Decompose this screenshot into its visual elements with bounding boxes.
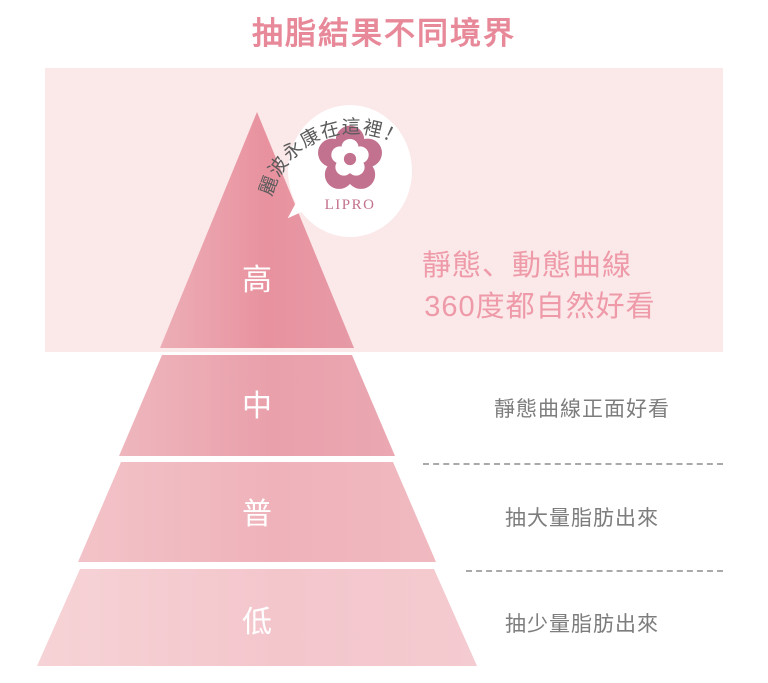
description-low: 抽少量脂肪出來: [505, 613, 659, 636]
description-normal: 抽大量脂肪出來: [505, 507, 659, 530]
tier-label-normal: 普: [242, 498, 272, 531]
description-mid: 靜態曲線正面好看: [494, 398, 670, 421]
description-high: 靜態、動態曲線 360度都自然好看: [330, 246, 724, 328]
speech-bubble: LIPRO: [287, 105, 412, 237]
description-high-line1: 靜態、動態曲線: [421, 250, 632, 282]
tier-label-high: 高: [242, 264, 272, 297]
dashed-divider-upper: [423, 463, 723, 465]
flower-logo-icon: [318, 125, 382, 189]
logo-wordmark: LIPRO: [324, 197, 376, 213]
tier-label-mid: 中: [242, 390, 272, 423]
description-high-line2: 360度都自然好看: [424, 291, 656, 323]
page-title: 抽脂結果不同境界: [252, 16, 516, 51]
dashed-divider-lower: [466, 570, 723, 572]
arc-badge-text-label: 麗波永康在這裡！: [258, 116, 407, 199]
tier-label-low: 低: [242, 606, 272, 639]
arc-badge-text: 麗波永康在這裡！: [258, 116, 407, 199]
